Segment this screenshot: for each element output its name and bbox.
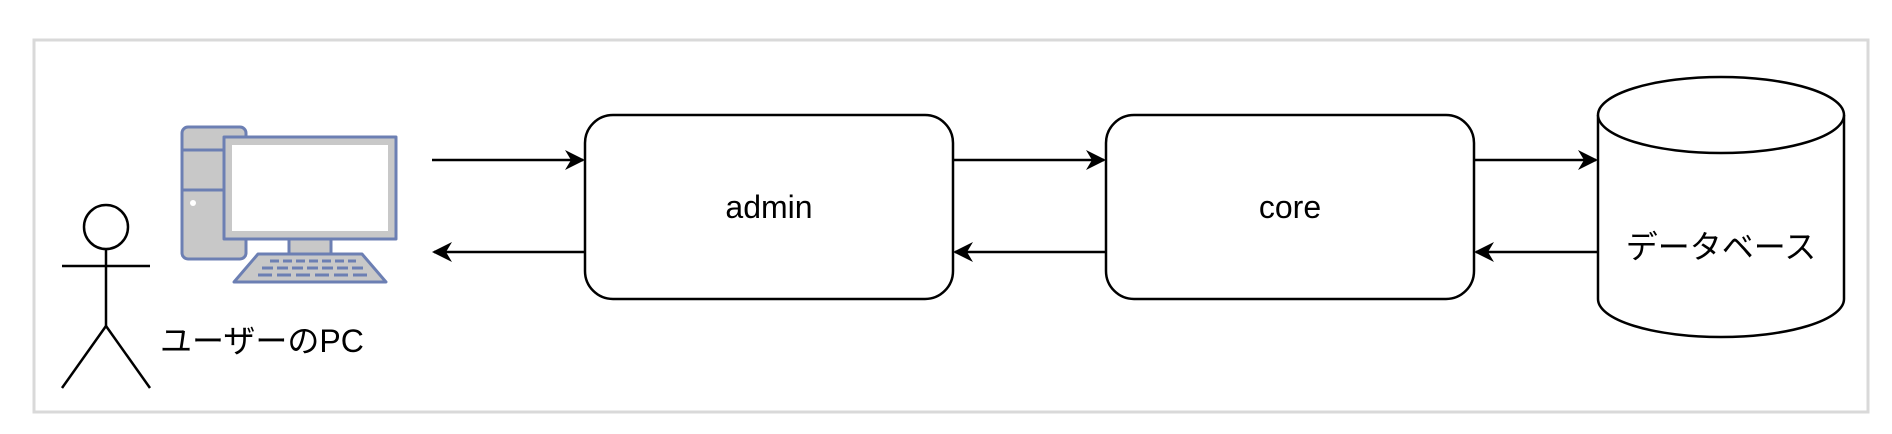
database-node [1596, 75, 1846, 339]
admin-node [583, 113, 955, 301]
core-node-label: core [1259, 189, 1321, 225]
desktop-computer-icon [180, 125, 398, 284]
user-actor-icon [60, 203, 152, 389]
admin-node-label: admin [725, 189, 812, 225]
database-node-label: データベース [1626, 229, 1816, 265]
user-pc-label: ユーザーのPC [160, 323, 364, 359]
core-node [1104, 113, 1476, 301]
